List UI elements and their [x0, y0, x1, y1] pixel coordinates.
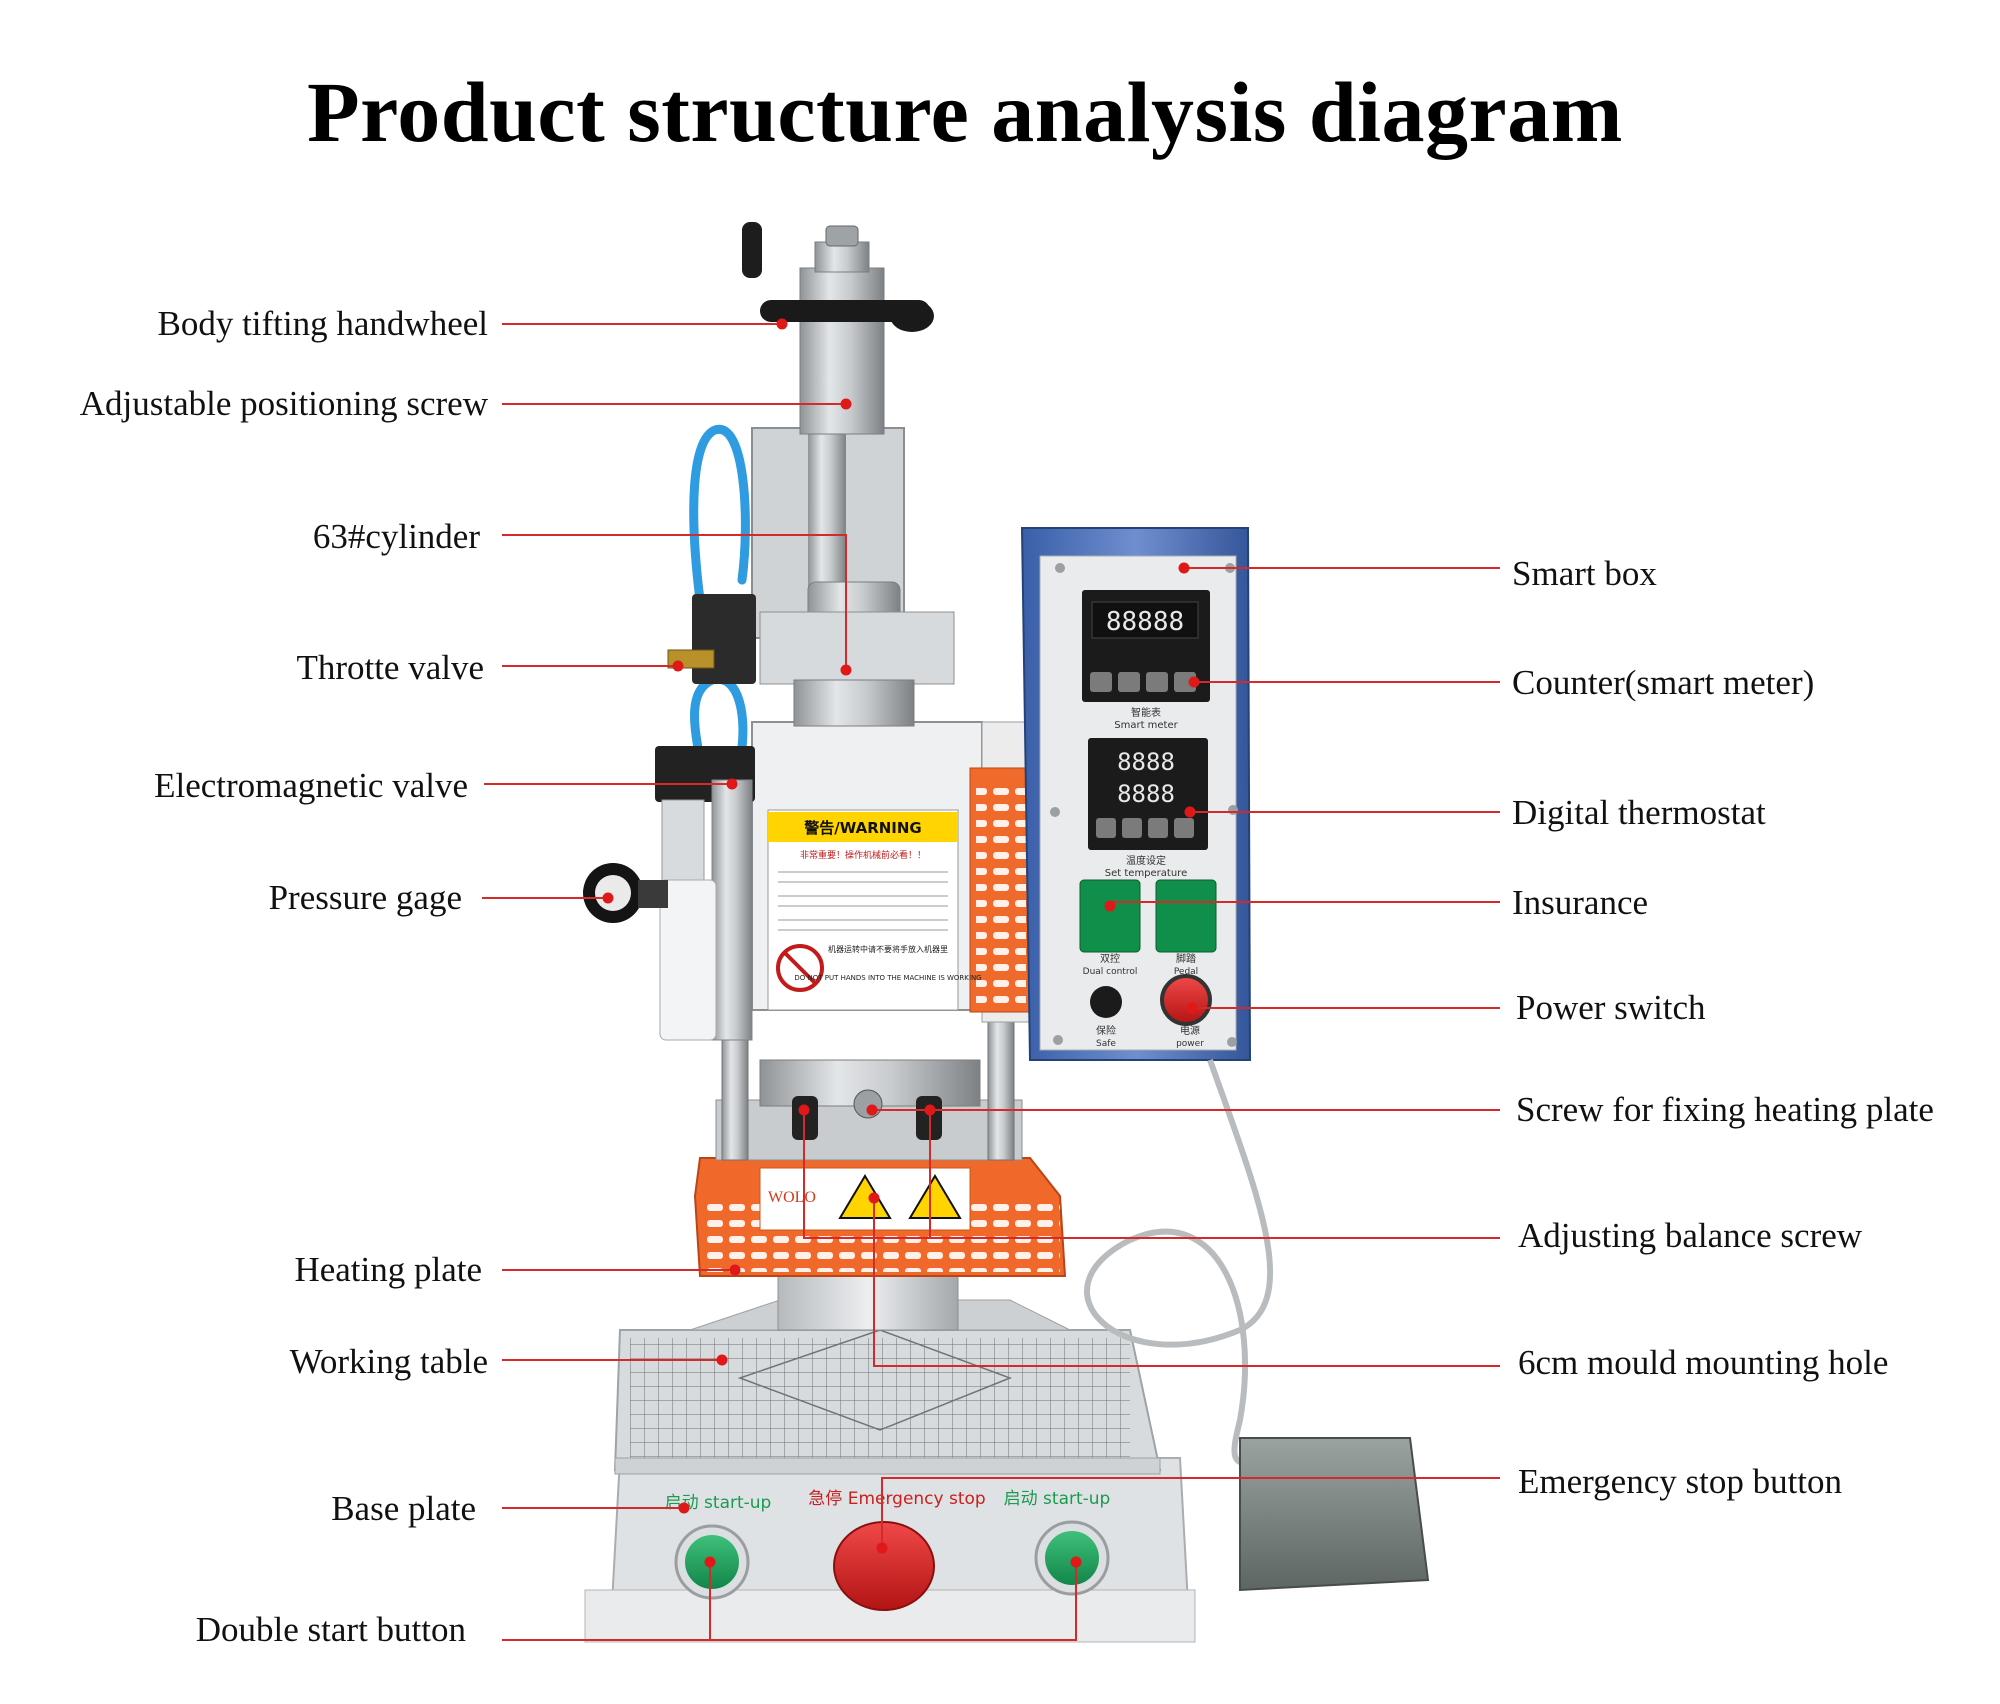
label-mould-mounting-hole: 6cm mould mounting hole — [1518, 1343, 1889, 1382]
leader-line-double-start-2 — [710, 1562, 1077, 1641]
leader-line-mould-hole — [873, 1198, 1500, 1367]
meter-display: 88888 — [1106, 607, 1184, 637]
label-throtte-valve: Throtte valve — [296, 648, 484, 687]
power-en: power — [1176, 1039, 1204, 1049]
leader-dot — [840, 664, 852, 676]
leader-dot — [704, 1556, 716, 1568]
label-digital-thermostat: Digital thermostat — [1512, 793, 1766, 832]
leader-dot — [868, 1192, 880, 1204]
handwheel — [742, 222, 934, 332]
smart-meter-en: Smart meter — [1114, 720, 1178, 731]
smart-box: 88888 智能表 Smart meter 8888 8888 温度设定 Set… — [1020, 527, 1252, 1061]
label-63-cylinder: 63#cylinder — [312, 517, 480, 556]
label-counter-smart-meter: Counter(smart meter) — [1512, 663, 1815, 702]
label-heating-plate: Heating plate — [294, 1250, 482, 1289]
leader-dot — [1188, 676, 1200, 688]
pressure-gauge — [583, 863, 668, 923]
thermo-display-1: 8888 — [1117, 748, 1175, 776]
foot-pedal — [1083, 1058, 1430, 1592]
label-insurance: Insurance — [1512, 883, 1649, 922]
dual-control-en: Dual control — [1083, 967, 1138, 977]
label-body-tifting-handwheel: Body tifting handwheel — [157, 304, 488, 343]
working-table — [613, 1329, 1162, 1475]
page-title: Product structure analysis diagram — [307, 64, 1623, 160]
leader-dot — [1184, 806, 1196, 818]
leader-dot — [1070, 1556, 1082, 1568]
leader-dot — [840, 398, 852, 410]
brand-text: WOLO — [768, 1189, 816, 1206]
warning-line3: DO NOT PUT HANDS INTO THE MACHINE IS WOR… — [794, 974, 981, 982]
thermo-display-2: 8888 — [1117, 780, 1175, 808]
emergency-label: 急停 Emergency stop — [808, 1489, 985, 1509]
label-working-table: Working table — [289, 1342, 488, 1381]
label-adjustable-positioning-screw: Adjustable positioning screw — [79, 384, 488, 423]
leader-dot — [798, 1104, 810, 1116]
leader-line-balance-screw — [803, 1110, 1500, 1239]
safe-en: Safe — [1096, 1039, 1116, 1049]
pedal-cn: 脚踏 — [1176, 952, 1196, 965]
heating-plate: WOLO — [693, 1157, 1067, 1277]
leader-dot — [776, 318, 788, 330]
machine-body: 警告/WARNING 非常重要！操作机械前必看！！ 机器运转中请不要将手放入机器… — [751, 721, 1038, 1023]
label-double-start-button: Double start button — [195, 1610, 466, 1649]
warning-line2: 机器运转中请不要将手放入机器里 — [828, 944, 948, 954]
leader-dot — [729, 1264, 741, 1276]
leader-dot — [716, 1354, 728, 1366]
cylinder — [751, 427, 955, 727]
label-emergency-stop-button: Emergency stop button — [1518, 1462, 1843, 1501]
leader-dot — [602, 892, 614, 904]
leader-dot — [672, 660, 684, 672]
label-power-switch: Power switch — [1516, 988, 1706, 1027]
set-temp-cn: 温度设定 — [1126, 854, 1166, 867]
leader-dot — [1178, 562, 1190, 574]
pedal-en: Pedal — [1174, 967, 1198, 977]
power-cn: 电源 — [1180, 1024, 1200, 1037]
safe-cn: 保险 — [1096, 1024, 1116, 1037]
label-screw-fixing-heating-plate: Screw for fixing heating plate — [1516, 1090, 1934, 1129]
label-electromagnetic-valve: Electromagnetic valve — [154, 766, 468, 805]
valves — [655, 594, 756, 1041]
leader-dot — [1186, 1002, 1198, 1014]
base-buttons: 启动 start-up 急停 Emergency stop 启动 start-u… — [665, 1489, 1111, 1611]
label-base-plate: Base plate — [331, 1489, 476, 1528]
leader-dot — [924, 1104, 936, 1116]
label-pressure-gage: Pressure gage — [268, 878, 462, 917]
leader-dot — [726, 778, 738, 790]
start-left-label: 启动 start-up — [665, 1493, 772, 1513]
set-temp-en: Set temperature — [1105, 868, 1187, 879]
leader-dot — [678, 1502, 690, 1514]
dual-control-cn: 双控 — [1100, 952, 1120, 965]
leader-dot — [876, 1542, 888, 1554]
leader-dot — [1104, 900, 1116, 912]
machine-illustration: WOLO 警告/WARNING 非常重要！操作机械前必 — [583, 222, 1430, 1643]
leader-line-emergency-stop — [881, 1477, 1500, 1548]
leader-dot — [866, 1104, 878, 1116]
warning-header: 警告/WARNING — [803, 819, 922, 837]
label-adjusting-balance-screw: Adjusting balance screw — [1518, 1216, 1863, 1255]
start-right-label: 启动 start-up — [1004, 1489, 1111, 1509]
smart-meter-cn: 智能表 — [1131, 706, 1161, 719]
warning-line1: 非常重要！操作机械前必看！！ — [800, 849, 926, 861]
label-smart-box: Smart box — [1512, 554, 1657, 593]
leader-line-cylinder — [502, 534, 847, 670]
leader-lines — [482, 318, 1500, 1641]
